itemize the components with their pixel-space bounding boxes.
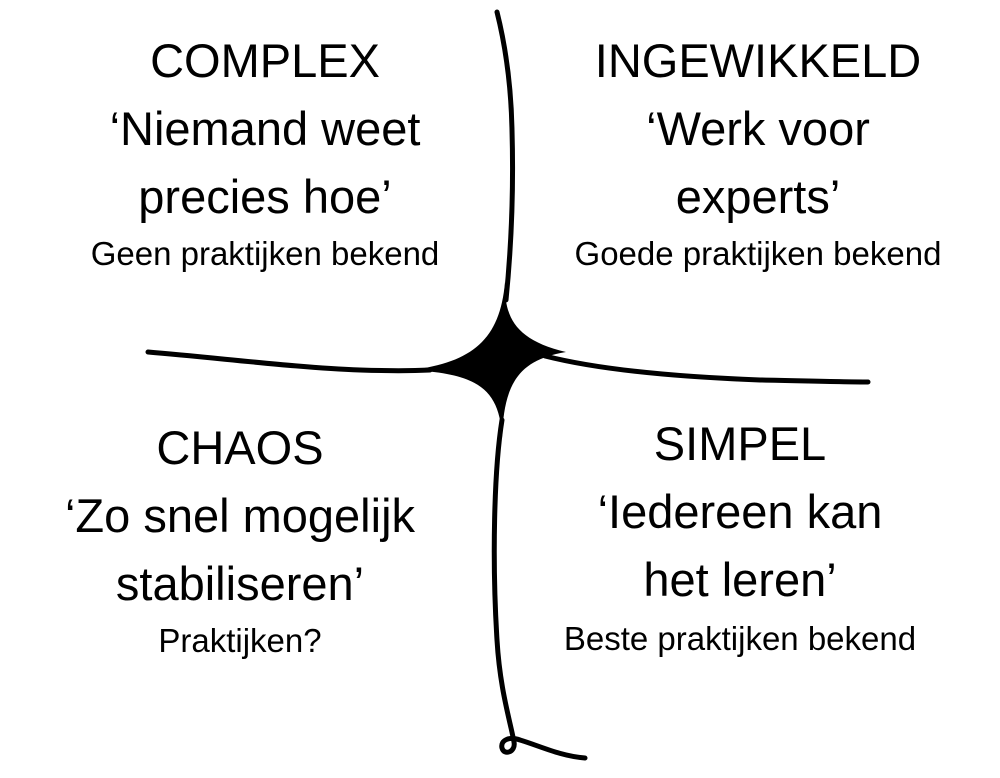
chaos-quote: ‘Zo snel mogelijk stabiliseren’ (64, 489, 416, 610)
quadrant-chaos: CHAOS ‘Zo snel mogelijk stabiliseren’ Pr… (10, 424, 470, 657)
boundary-line-left (145, 349, 433, 374)
quadrant-ingewikkeld: INGEWIKKELD ‘Werk voor experts’ Goede pr… (520, 37, 996, 270)
boundary-line-right (542, 353, 871, 385)
simpel-quote: ‘Iedereen kan het leren’ (597, 485, 883, 606)
quadrant-complex: COMPLEX ‘Niemand weet precies hoe’ Geen … (42, 37, 488, 270)
simpel-practices: Beste praktijken bekend (563, 620, 917, 657)
ingewikkeld-title: INGEWIKKELD (594, 34, 922, 87)
complex-title: COMPLEX (150, 34, 380, 87)
quadrant-simpel: SIMPEL ‘Iedereen kan het leren’ Beste pr… (505, 420, 975, 655)
ingewikkeld-quote: ‘Werk voor experts’ (646, 102, 870, 223)
simpel-title: SIMPEL (653, 417, 827, 470)
chaos-practices: Praktijken? (158, 622, 322, 659)
boundary-line-bottom (491, 417, 588, 761)
complex-practices: Geen praktijken bekend (90, 235, 440, 272)
central-disorder-blob (412, 282, 566, 438)
chaos-title: CHAOS (156, 421, 324, 474)
ingewikkeld-practices: Goede praktijken bekend (574, 235, 942, 272)
boundary-line-top (494, 9, 516, 303)
complex-quote: ‘Niemand weet precies hoe’ (109, 102, 421, 223)
